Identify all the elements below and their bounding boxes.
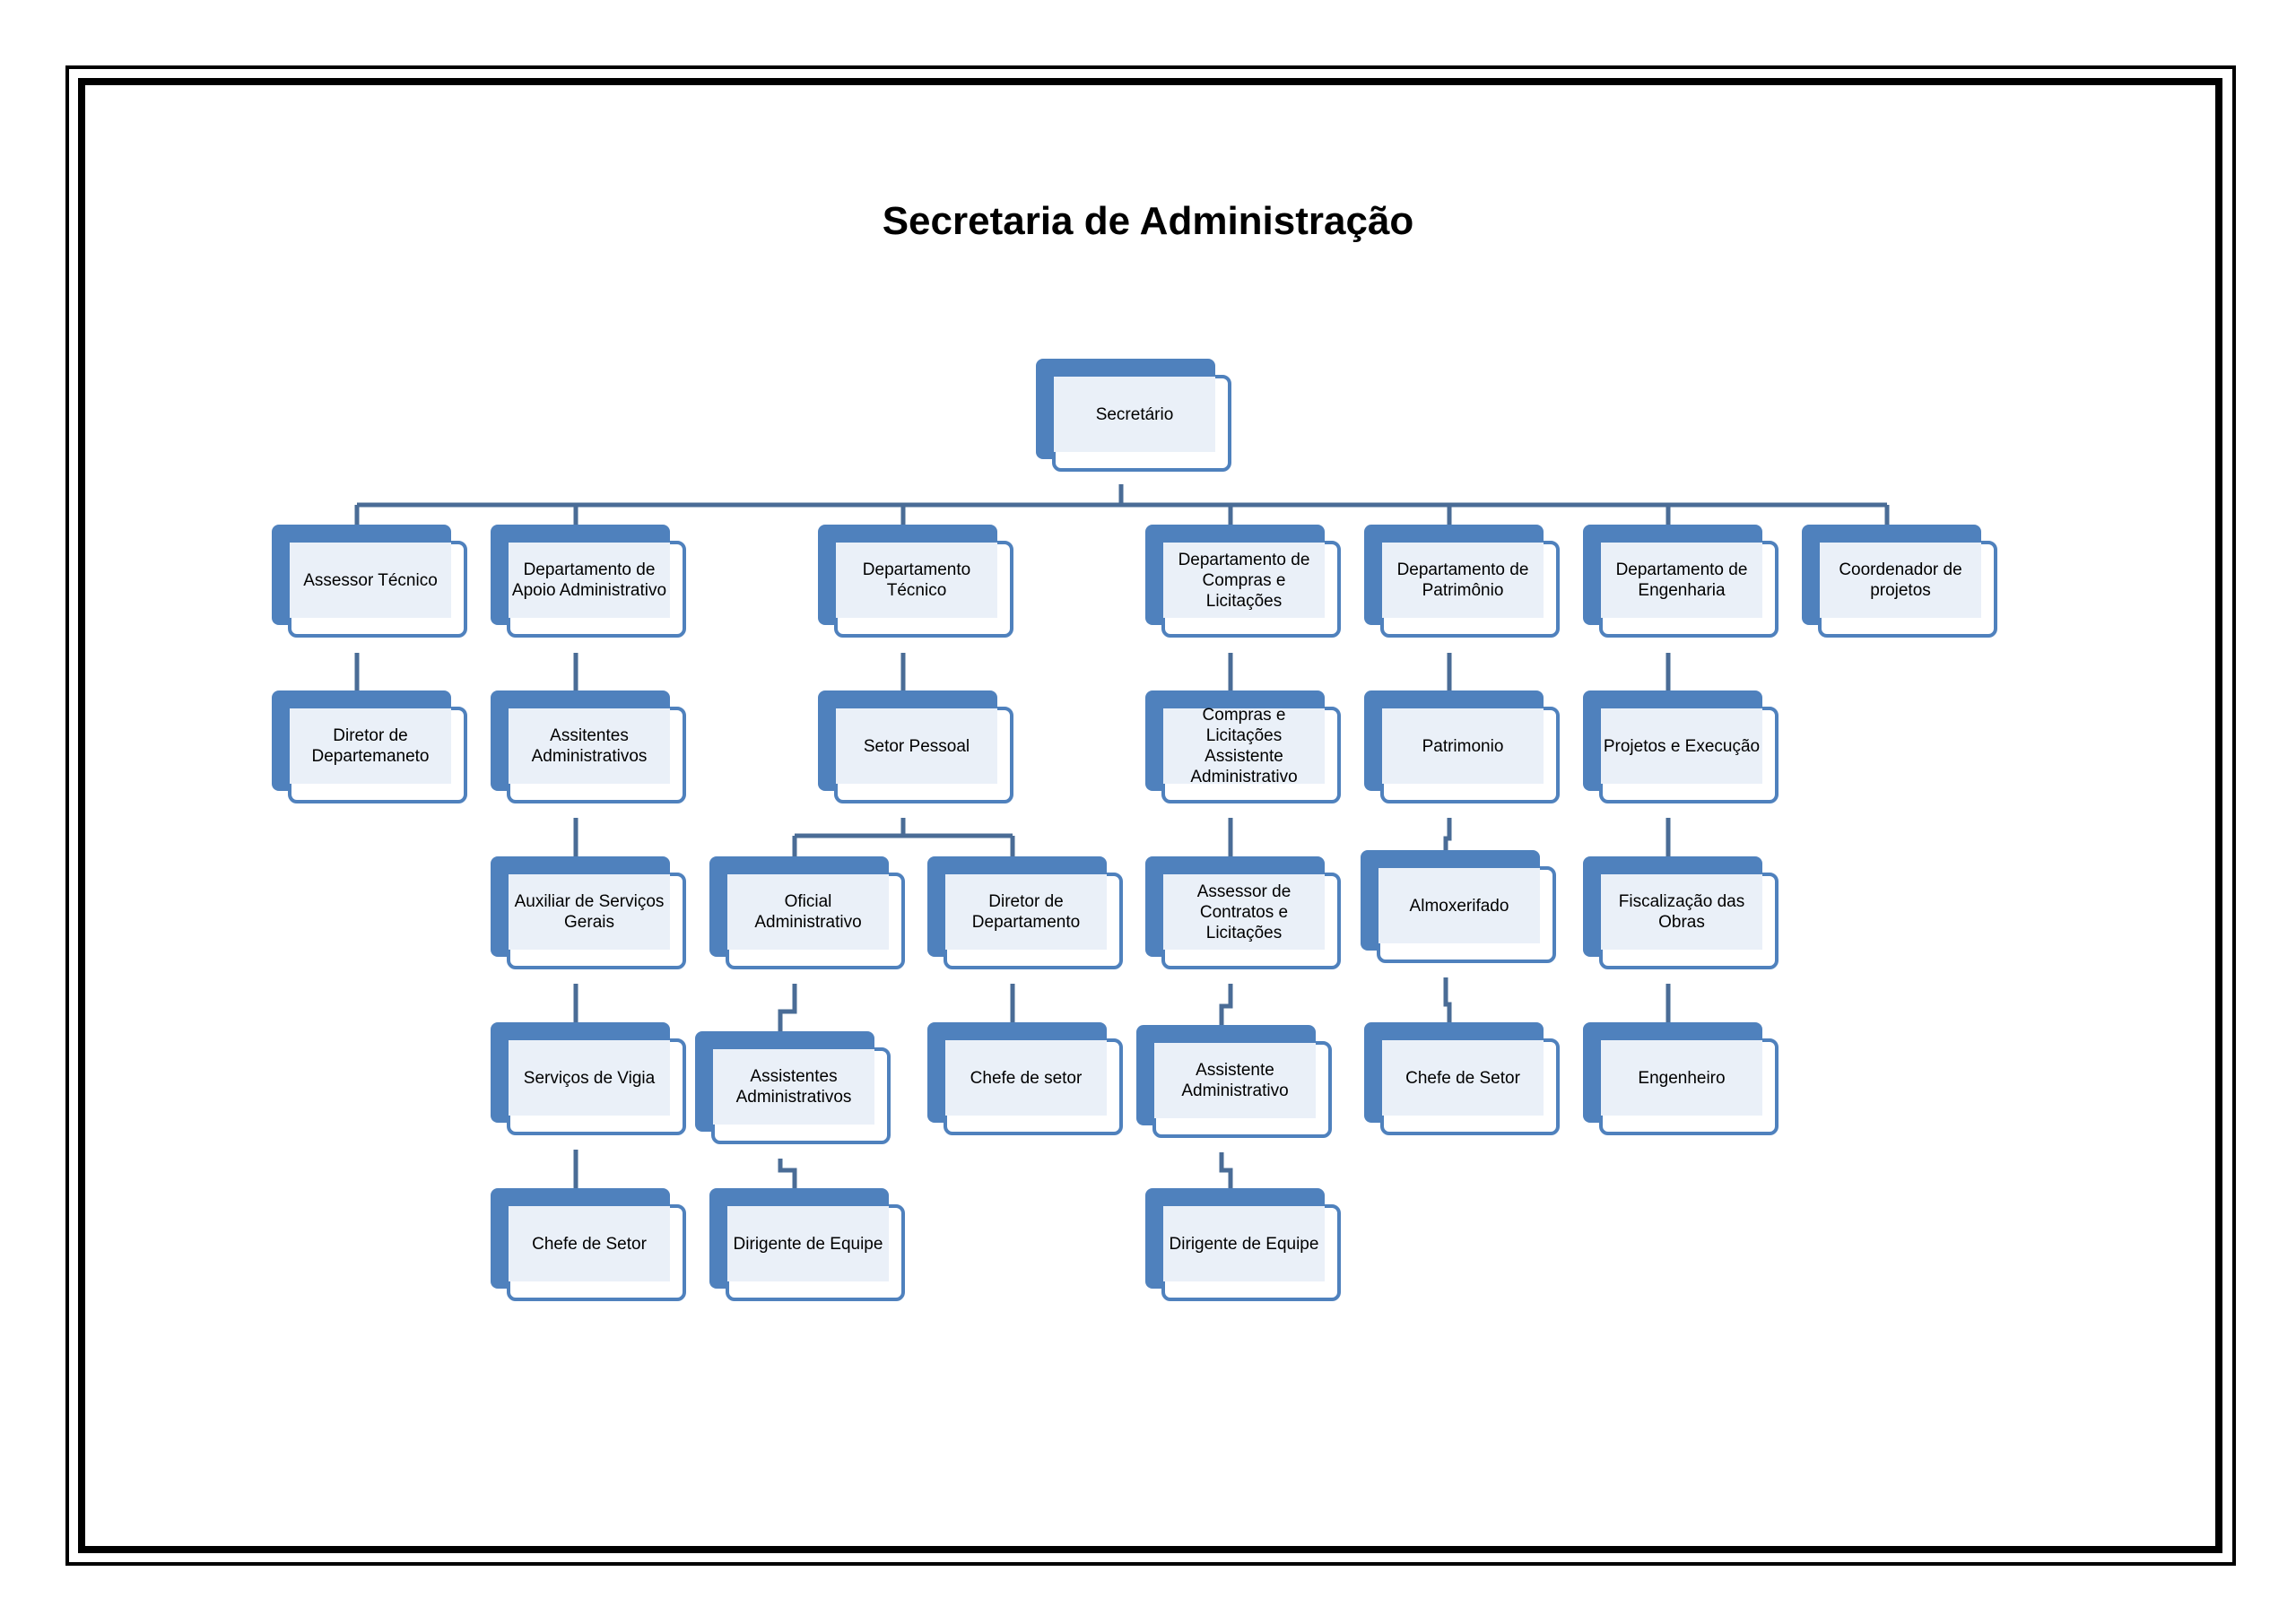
node-label: Diretor de Departemaneto (311, 726, 430, 766)
connector-c3-left (778, 984, 797, 1031)
connector-c3-split (792, 818, 1015, 856)
page-border-outer (65, 65, 2236, 1566)
node-patrimonio: Patrimonio (1364, 690, 1561, 807)
node-diretor-de-departamento: Diretor de Departamento (927, 856, 1125, 973)
node-departamento-compras-licitacoes: Departamento de Compras e Licitações (1145, 525, 1343, 641)
node-label: Assessor Técnico (303, 570, 438, 590)
node-departamento-apoio-administrativo: Departamento de Apoio Administrativo (491, 525, 688, 641)
node-assistente-administrativo: Assistente Administrativo (1136, 1025, 1334, 1142)
node-almoxerifado: Almoxerifado (1361, 850, 1558, 967)
node-label: Projetos e Execução (1603, 736, 1761, 756)
node-label: Coordenador de projetos (1839, 560, 1962, 600)
node-dirigente-de-equipe-compras: Dirigente de Equipe (1145, 1188, 1343, 1305)
node-departamento-patrimonio: Departamento de Patrimônio (1364, 525, 1561, 641)
node-dirigente-de-equipe-tecnico: Dirigente de Equipe (709, 1188, 907, 1305)
connector-c4d (1219, 1152, 1233, 1188)
connector-c3-left2 (778, 1159, 797, 1188)
node-compras-licitacoes-assistente: Compras e Licitações Assistente Administ… (1145, 690, 1343, 807)
node-label: Assistente Administrativo (1181, 1061, 1289, 1100)
node-label: Fiscalização das Obras (1618, 892, 1745, 932)
node-label: Serviços de Vigia (523, 1068, 656, 1088)
node-label: Setor Pessoal (863, 736, 970, 756)
node-assitentes-administrativos: Assitentes Administrativos (491, 690, 688, 807)
node-label: Auxiliar de Serviços Gerais (514, 892, 665, 932)
node-secretario: Secretário (1036, 359, 1233, 475)
node-auxiliar-servicos-gerais: Auxiliar de Serviços Gerais (491, 856, 688, 973)
node-label: Chefe de setor (970, 1068, 1083, 1088)
node-label: Engenheiro (1638, 1068, 1726, 1088)
node-coordenador-de-projetos: Coordenador de projetos (1802, 525, 1999, 641)
node-label: Departamento de Compras e Licitações (1178, 550, 1310, 611)
node-projetos-e-execucao: Projetos e Execução (1583, 690, 1780, 807)
node-label: Departamento de Engenharia (1615, 560, 1748, 600)
node-diretor-de-departemaneto: Diretor de Departemaneto (272, 690, 469, 807)
node-label: Oficial Administrativo (754, 892, 862, 932)
node-label: Diretor de Departamento (971, 892, 1081, 932)
node-label: Departamento Técnico (862, 560, 971, 600)
node-assistentes-administrativos-tecnico: Assistentes Administrativos (695, 1031, 892, 1148)
node-departamento-tecnico: Departamento Técnico (818, 525, 1015, 641)
connector-c4c (1219, 984, 1233, 1025)
node-engenheiro: Engenheiro (1583, 1022, 1780, 1139)
node-chefe-de-setor-apoio: Chefe de Setor (491, 1188, 688, 1305)
node-label: Dirigente de Equipe (733, 1234, 883, 1254)
node-label: Patrimonio (1422, 736, 1504, 756)
page-border-inner (78, 78, 2222, 1553)
node-label: Dirigente de Equipe (1169, 1234, 1319, 1254)
node-label: Almoxerifado (1409, 896, 1509, 916)
node-chefe-de-setor-patrimonio: Chefe de Setor (1364, 1022, 1561, 1139)
node-oficial-administrativo: Oficial Administrativo (709, 856, 907, 973)
node-assessor-tecnico: Assessor Técnico (272, 525, 469, 641)
node-setor-pessoal: Setor Pessoal (818, 690, 1015, 807)
node-fiscalizacao-das-obras: Fiscalização das Obras (1583, 856, 1780, 973)
node-label: Chefe de Setor (532, 1234, 647, 1254)
node-label: Assessor de Contratos e Licitações (1196, 881, 1292, 942)
node-label: Departamento de Apoio Administrativo (511, 560, 667, 600)
node-chefe-de-setor-tecnico: Chefe de setor (927, 1022, 1125, 1139)
node-assessor-contratos-licitacoes: Assessor de Contratos e Licitações (1145, 856, 1343, 973)
node-label: Departamento de Patrimônio (1396, 560, 1529, 600)
connector-c5c (1443, 977, 1452, 1022)
node-departamento-engenharia: Departamento de Engenharia (1583, 525, 1780, 641)
node-label: Chefe de Setor (1405, 1068, 1520, 1088)
connector-c5b (1443, 818, 1452, 850)
node-servicos-de-vigia: Serviços de Vigia (491, 1022, 688, 1139)
node-label: Assistentes Administrativos (735, 1067, 852, 1107)
node-label: Assitentes Administrativos (531, 726, 648, 766)
node-label: Secretário (1095, 404, 1174, 424)
chart-title: Secretaria de Administração (882, 199, 1414, 243)
node-label: Compras e Licitações Assistente Administ… (1190, 706, 1298, 786)
